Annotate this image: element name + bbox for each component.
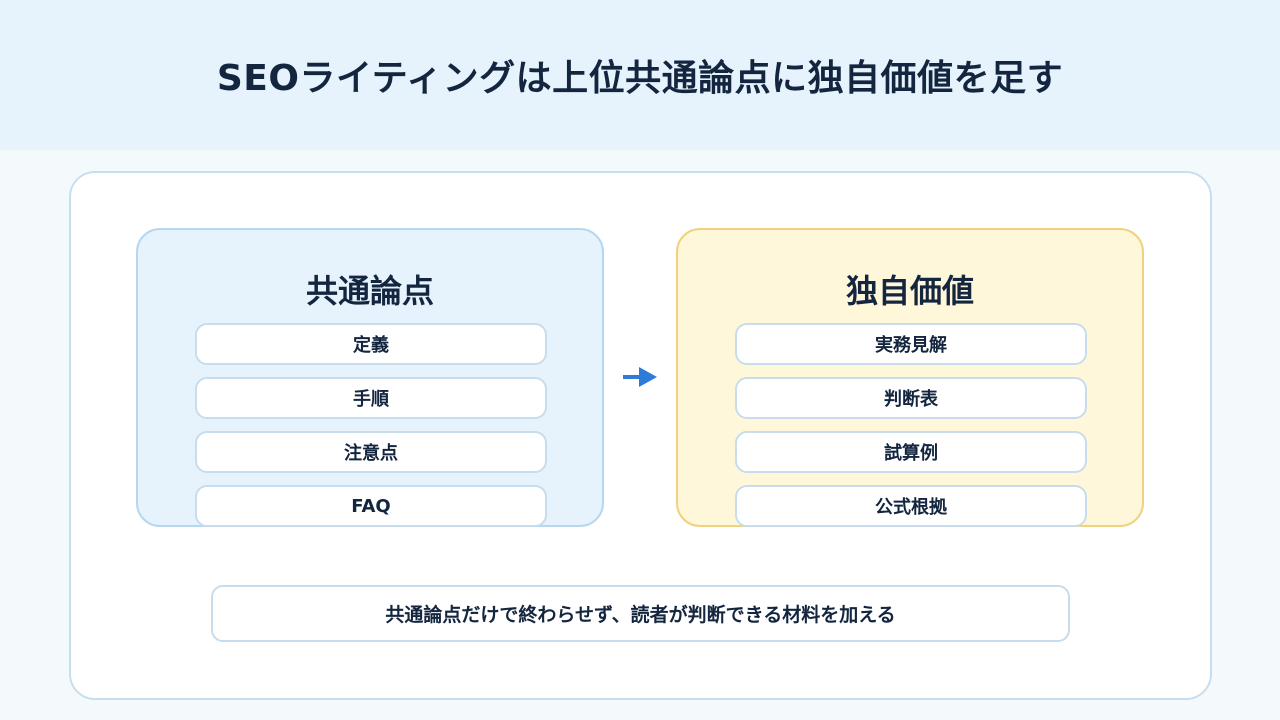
common-item: FAQ	[195, 485, 547, 527]
common-item: 手順	[195, 377, 547, 419]
unique-item: 実務見解	[735, 323, 1087, 365]
header-band: SEOライティングは上位共通論点に独自価値を足す	[0, 0, 1280, 150]
common-points-box: 共通論点 定義 手順 注意点 FAQ	[136, 228, 604, 527]
common-points-heading: 共通論点	[305, 272, 434, 310]
unique-item: 公式根拠	[735, 485, 1087, 527]
common-item: 定義	[195, 323, 547, 365]
unique-value-heading: 独自価値	[845, 272, 974, 310]
page-title: SEOライティングは上位共通論点に独自価値を足す	[216, 58, 1064, 99]
unique-item: 判断表	[735, 377, 1087, 419]
arrow-right-icon	[623, 367, 657, 387]
unique-item: 試算例	[735, 431, 1087, 473]
unique-value-box: 独自価値 実務見解 判断表 試算例 公式根拠	[676, 228, 1144, 527]
summary-note: 共通論点だけで終わらせず、読者が判断できる材料を加える	[211, 585, 1070, 642]
common-item: 注意点	[195, 431, 547, 473]
